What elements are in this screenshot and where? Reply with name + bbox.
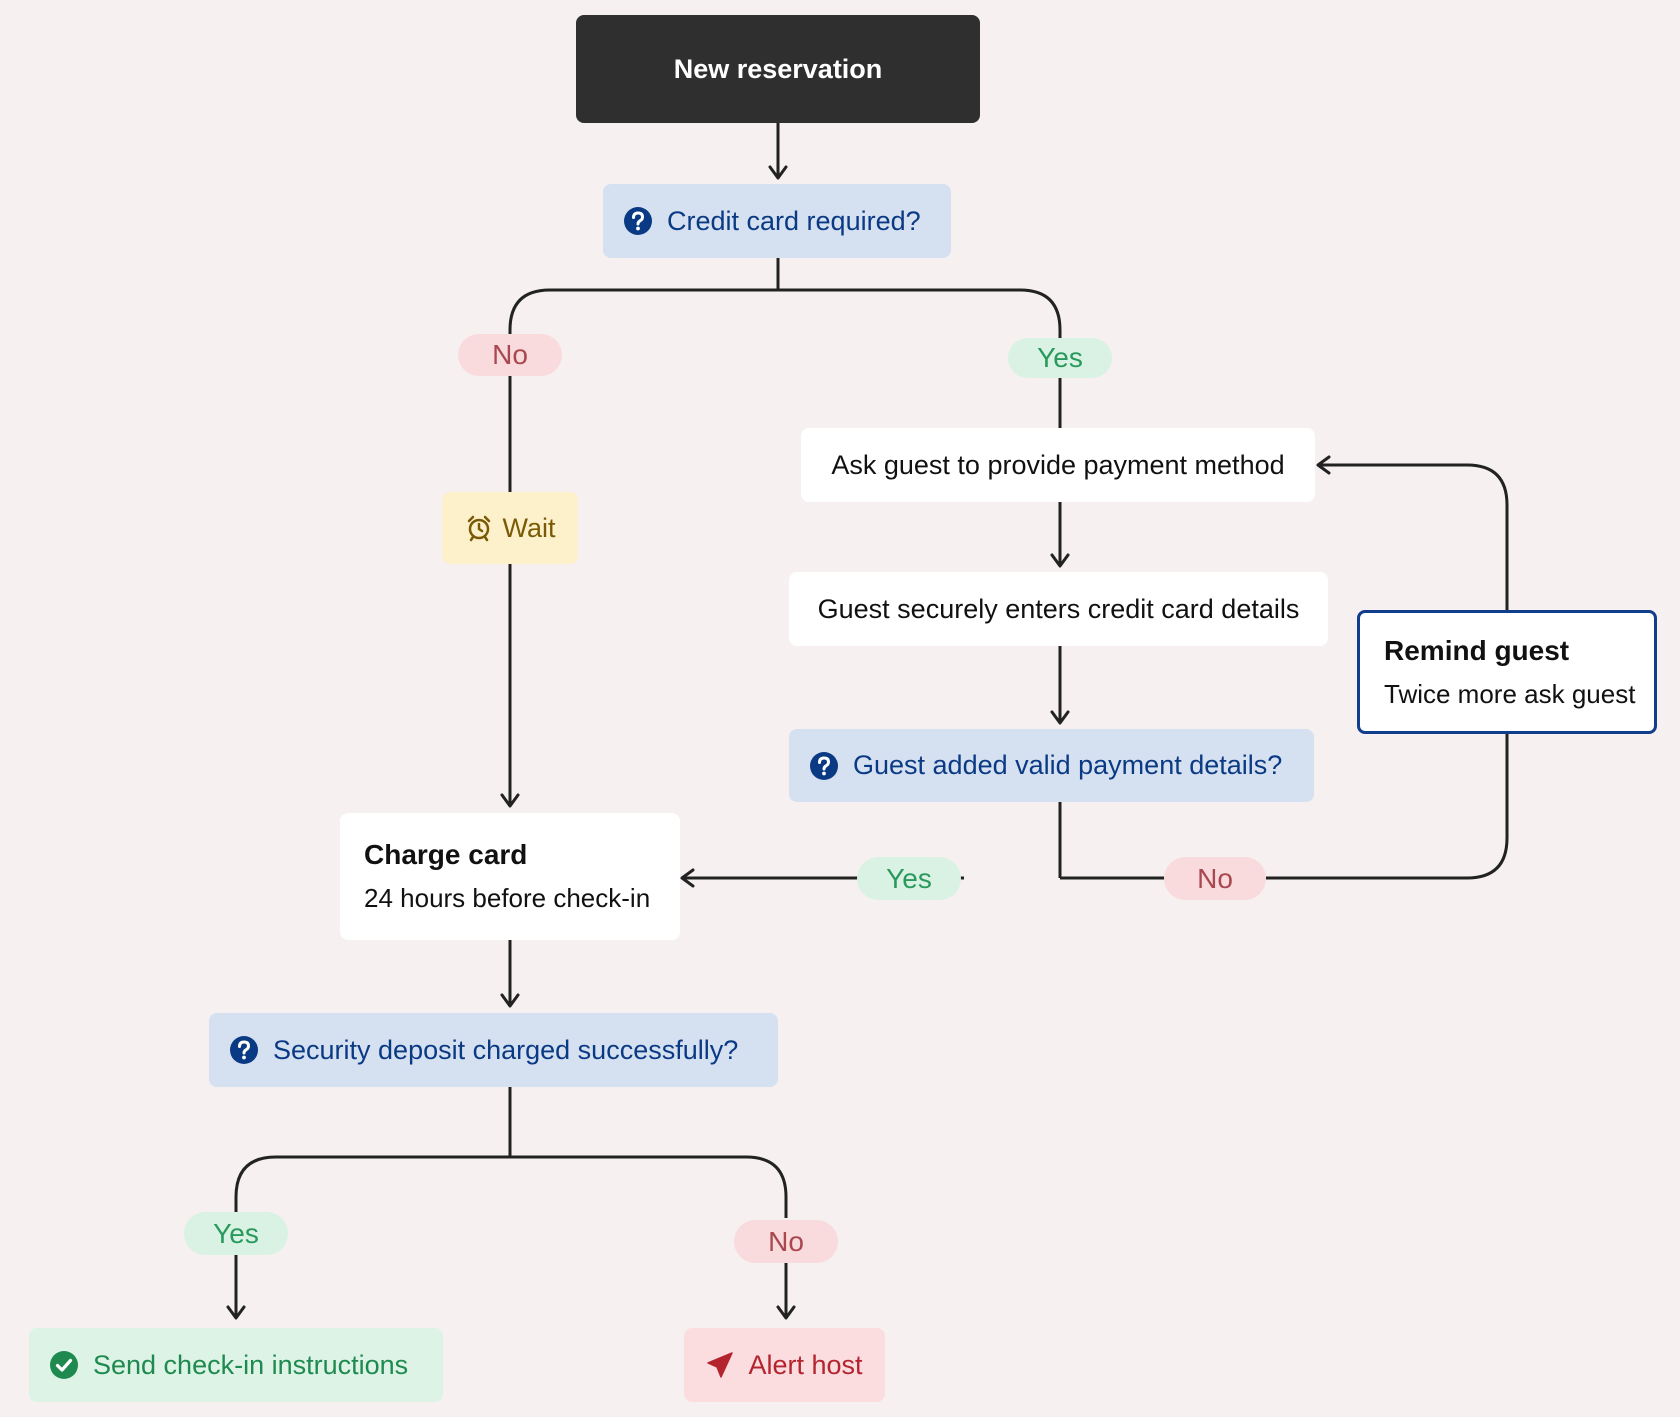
question-circle-icon xyxy=(623,206,653,236)
charge-card-subtitle: 24 hours before check-in xyxy=(364,883,651,913)
branch-label-yes-text: Yes xyxy=(213,1217,259,1249)
start-node-label: New reservation xyxy=(673,53,883,84)
guest-enters-step-label: Guest securely enters credit card detail… xyxy=(817,593,1300,624)
branch-label-yes: Yes xyxy=(857,857,961,900)
connector-deposit-split xyxy=(234,1087,788,1218)
question-circle-icon xyxy=(809,751,839,781)
wait-step: Wait xyxy=(442,492,578,564)
charge-card-card: Charge card 24 hours before check-in xyxy=(340,813,680,940)
question-circle-icon xyxy=(229,1035,259,1065)
remind-guest-card: Remind guest Twice more ask guest xyxy=(1357,610,1657,734)
decision-credit-card-required: Credit card required? xyxy=(603,184,951,258)
branch-label-yes: Yes xyxy=(184,1212,288,1255)
alarm-clock-icon xyxy=(465,514,493,542)
connector-no-to-remind xyxy=(1266,734,1509,880)
send-instructions-label: Send check-in instructions xyxy=(93,1349,409,1380)
branch-label-no-text: No xyxy=(768,1225,804,1257)
decision-valid-payment: Guest added valid payment details? xyxy=(789,729,1314,802)
ask-guest-step-label: Ask guest to provide payment method xyxy=(831,449,1285,480)
remind-guest-title: Remind guest xyxy=(1384,634,1570,666)
branch-label-yes-text: Yes xyxy=(886,862,932,894)
paper-plane-icon xyxy=(706,1351,734,1379)
wait-step-label: Wait xyxy=(502,512,556,543)
branch-label-no: No xyxy=(734,1220,838,1263)
decision-valid-payment-label: Guest added valid payment details? xyxy=(853,750,1283,780)
connector-remind-to-ask xyxy=(1316,455,1509,610)
branch-label-no: No xyxy=(1164,857,1266,900)
branch-label-yes-text: Yes xyxy=(1037,342,1083,373)
alert-host-label: Alert host xyxy=(748,1349,863,1380)
branch-label-no-text: No xyxy=(492,339,528,370)
branch-label-no: No xyxy=(458,334,562,376)
branch-label-yes: Yes xyxy=(1008,338,1112,378)
decision-credit-card-required-label: Credit card required? xyxy=(667,205,921,236)
check-circle-icon xyxy=(49,1350,79,1380)
remind-guest-subtitle: Twice more ask guest xyxy=(1384,678,1636,709)
guest-enters-step: Guest securely enters credit card detail… xyxy=(789,572,1328,646)
decision-deposit-charged-label: Security deposit charged successfully? xyxy=(273,1034,739,1065)
branch-label-no-text: No xyxy=(1197,862,1233,894)
alert-host-step: Alert host xyxy=(684,1328,885,1402)
charge-card-title: Charge card xyxy=(364,839,528,870)
send-instructions-step: Send check-in instructions xyxy=(29,1328,443,1402)
decision-deposit-charged: Security deposit charged successfully? xyxy=(209,1013,778,1087)
ask-guest-step: Ask guest to provide payment method xyxy=(801,428,1315,502)
connector-decision-split xyxy=(508,258,1062,340)
start-node: New reservation xyxy=(576,15,980,123)
